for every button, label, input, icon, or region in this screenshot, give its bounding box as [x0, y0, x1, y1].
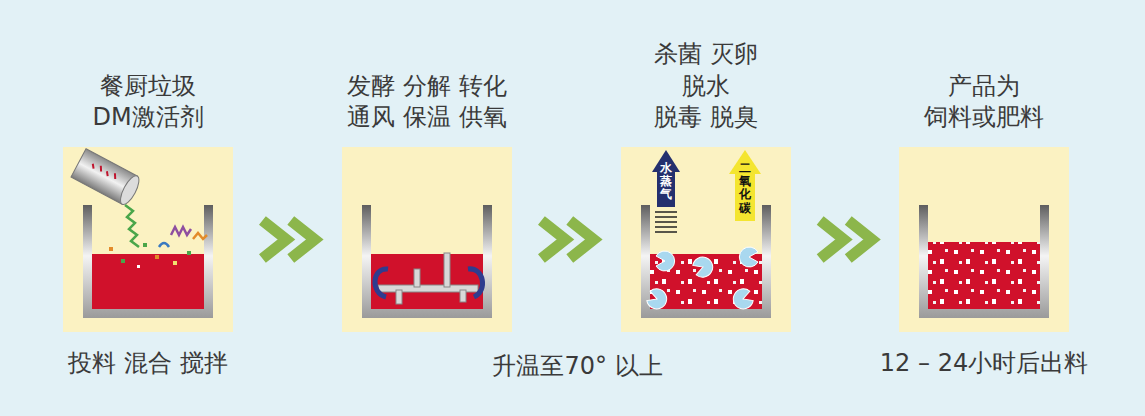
process-panel: 发酵 分解 转化 通风 保温 供氧: [342, 147, 512, 332]
process-panel: 产品为 饲料或肥料12 – 24小时后出料: [899, 147, 1069, 332]
step-caption: 投料 混合 搅拌: [68, 348, 227, 379]
arrow-label: 水蒸气: [660, 162, 672, 202]
flow-chevron: [233, 221, 342, 259]
flow-chevron: [791, 221, 899, 259]
step-heading: 杀菌 灭卵 脱水 脱毒 脱臭: [631, 39, 781, 133]
step-caption: 12 – 24小时后出料: [880, 348, 1088, 379]
process-note: 升温至70° 以上: [420, 351, 735, 382]
step-heading: 产品为 饲料或肥料: [889, 71, 1079, 133]
process-panel: 杀菌 灭卵 脱水 脱毒 脱臭: [621, 147, 791, 332]
arrow-label: 二氧化碳: [739, 162, 751, 215]
flow-chevron: [512, 221, 621, 259]
step-heading: 餐厨垃圾 DM激活剂: [48, 71, 248, 133]
step-heading: 发酵 分解 转化 通风 保温 供氧: [332, 71, 522, 133]
process-panel: 餐厨垃圾 DM激活剂投料 混合 搅拌: [63, 147, 233, 332]
